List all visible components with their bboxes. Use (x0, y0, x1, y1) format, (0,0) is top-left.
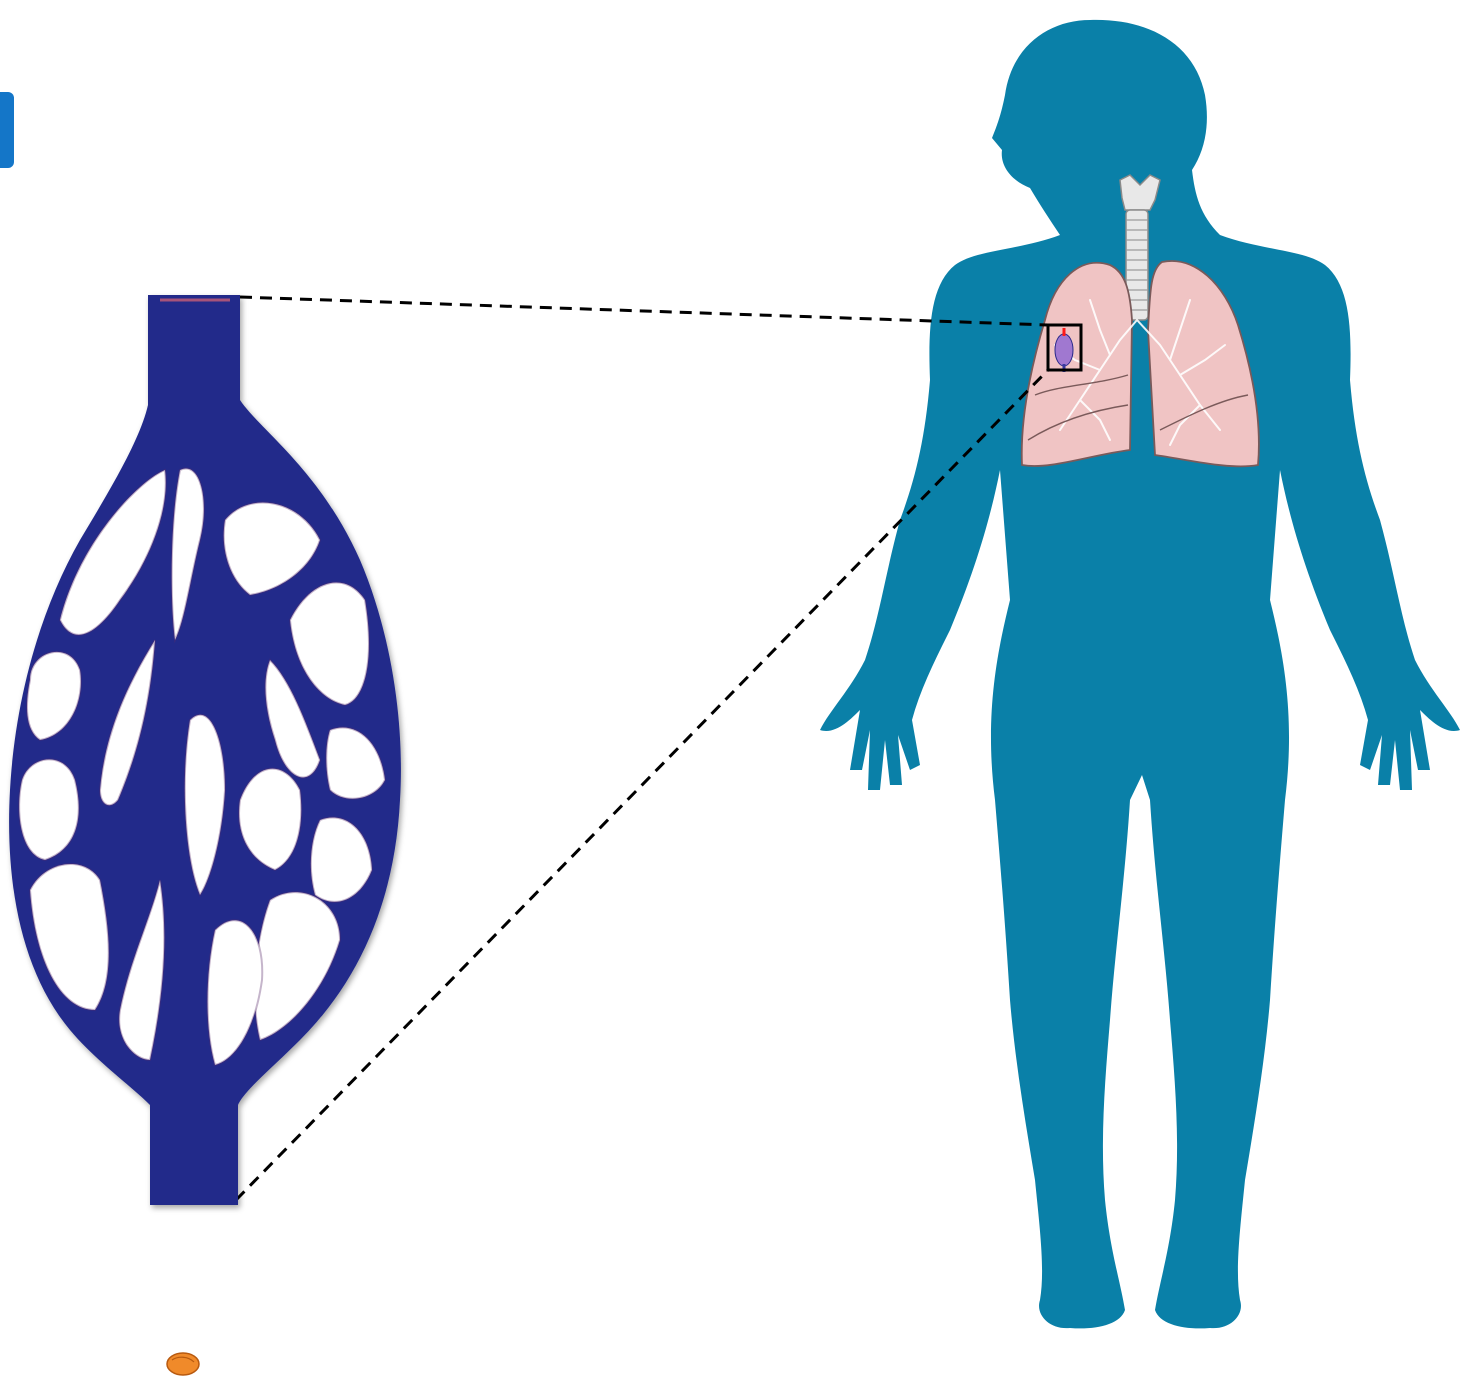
red-blood-cell (167, 1353, 199, 1375)
capillary-bed (9, 295, 401, 1205)
zoom-line-top (240, 297, 1048, 325)
